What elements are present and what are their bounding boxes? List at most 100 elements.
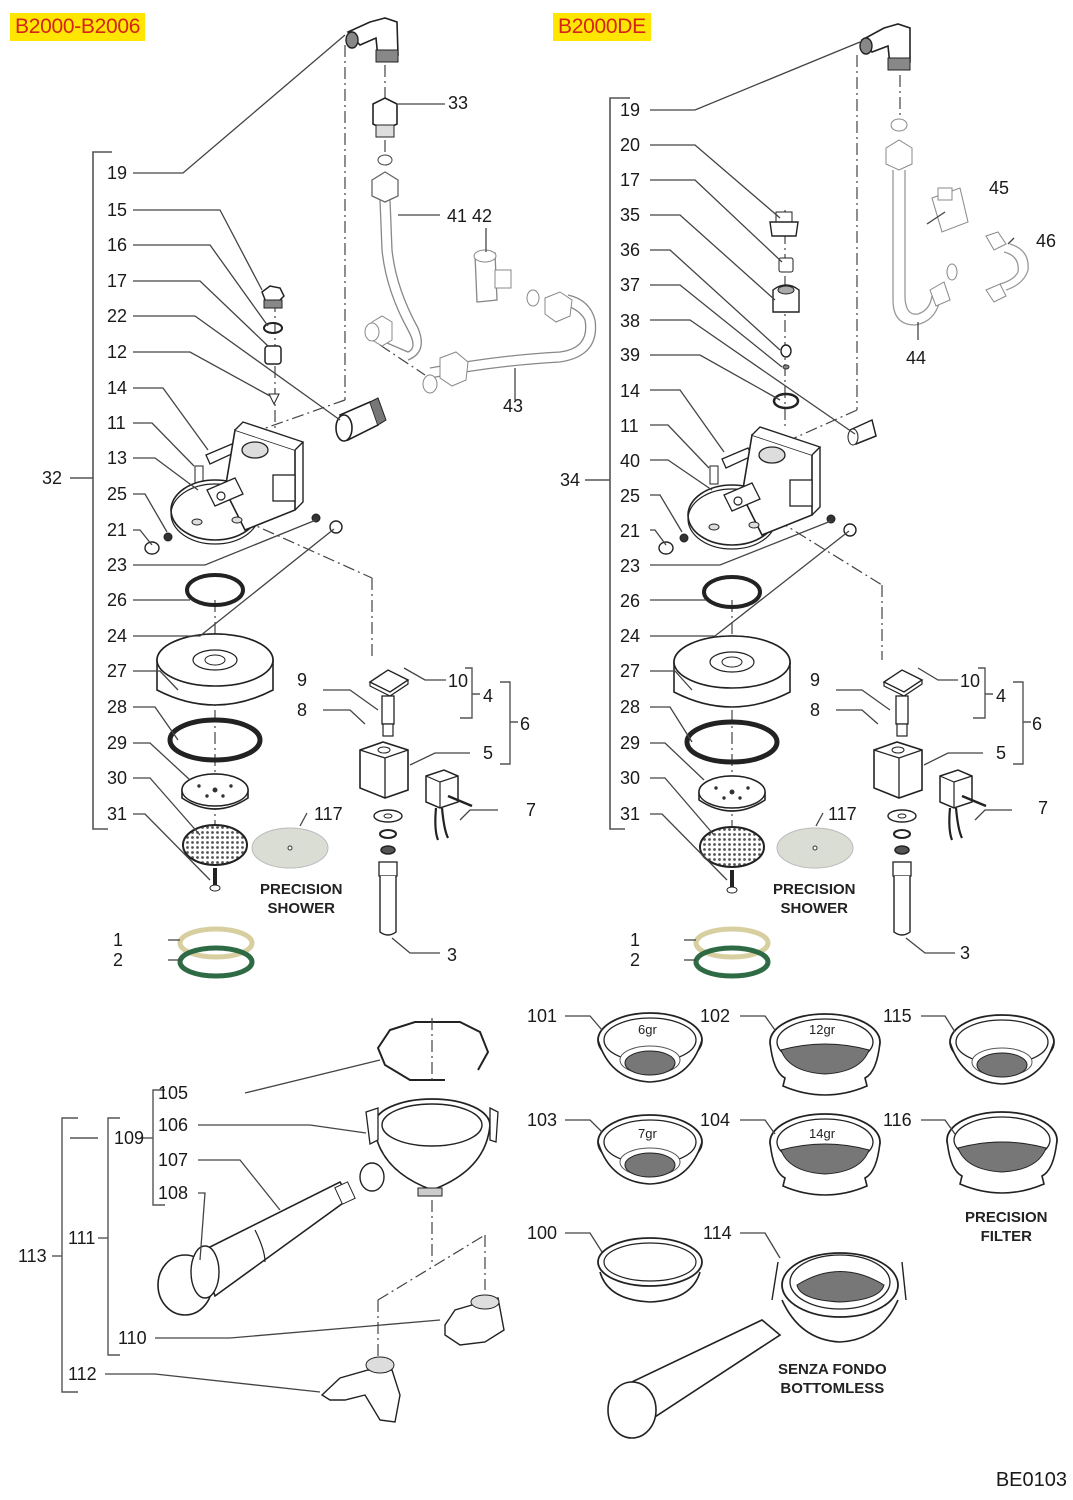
- label-117: 117: [828, 804, 857, 824]
- label-3: 3: [447, 945, 458, 965]
- label-6: 6: [1032, 714, 1043, 734]
- label-31: 31: [107, 804, 128, 824]
- label-34: 34: [560, 470, 581, 490]
- label-29: 29: [620, 733, 641, 753]
- label-39: 39: [620, 345, 641, 365]
- label-105: 105: [158, 1083, 189, 1103]
- label-4: 4: [483, 686, 494, 706]
- precision-filter-caption: PRECISION FILTER: [965, 1209, 1048, 1245]
- capacity-101: 6gr: [638, 1022, 657, 1037]
- label-14: 14: [107, 378, 128, 398]
- label-2: 2: [113, 950, 124, 970]
- label-24: 24: [107, 626, 128, 646]
- label-1: 1: [113, 930, 124, 950]
- label-29: 29: [107, 733, 128, 753]
- precision-shower-caption-right: PRECISION SHOWER: [773, 881, 856, 917]
- model-tag-right: B2000DE: [553, 13, 651, 41]
- label-102: 102: [700, 1006, 731, 1026]
- label-13: 13: [107, 448, 128, 468]
- label-111: 111: [68, 1228, 96, 1248]
- label-25: 25: [620, 486, 641, 506]
- label-113: 113: [18, 1246, 47, 1266]
- label-32: 32: [42, 468, 63, 488]
- label-30: 30: [107, 768, 128, 788]
- label-5: 5: [483, 743, 494, 763]
- label-2: 2: [630, 950, 641, 970]
- label-100: 100: [527, 1223, 558, 1243]
- label-106: 106: [158, 1115, 189, 1135]
- basket-drawings: [565, 1012, 1058, 1439]
- label-15: 15: [107, 200, 128, 220]
- label-116: 116: [883, 1110, 912, 1130]
- label-43: 43: [503, 396, 524, 416]
- capacity-103: 7gr: [638, 1126, 657, 1141]
- label-17: 17: [107, 271, 128, 291]
- label-8: 8: [297, 700, 308, 720]
- label-6: 6: [520, 714, 531, 734]
- label-19: 19: [620, 100, 641, 120]
- label-11: 11: [620, 416, 639, 436]
- label-28: 28: [620, 697, 641, 717]
- basket-115: [949, 1014, 1055, 1085]
- label-21: 21: [107, 520, 128, 540]
- label-37: 37: [620, 275, 641, 295]
- label-20: 20: [620, 135, 641, 155]
- label-11: 11: [107, 413, 126, 433]
- model-tag-left: B2000-B2006: [10, 13, 146, 41]
- left-assembly-drawing: [70, 17, 597, 979]
- label-112: 112: [68, 1364, 97, 1384]
- label-30: 30: [620, 768, 641, 788]
- label-23: 23: [620, 556, 641, 576]
- label-27: 27: [620, 661, 641, 681]
- label-114: 114: [703, 1223, 732, 1243]
- label-10: 10: [960, 671, 981, 691]
- label-44: 44: [906, 348, 927, 368]
- label-117: 117: [314, 804, 343, 824]
- capacity-104: 14gr: [809, 1126, 836, 1141]
- label-31: 31: [620, 804, 641, 824]
- label-9: 9: [297, 670, 308, 690]
- label-26: 26: [620, 591, 641, 611]
- label-115: 115: [883, 1006, 912, 1026]
- portafilter-drawing: [52, 1018, 505, 1423]
- label-45: 45: [989, 178, 1010, 198]
- label-5: 5: [996, 743, 1007, 763]
- label-1: 1: [630, 930, 641, 950]
- label-9: 9: [810, 670, 821, 690]
- label-40: 40: [620, 451, 641, 471]
- precision-shower-caption-left: PRECISION SHOWER: [260, 881, 343, 917]
- label-108: 108: [158, 1183, 189, 1203]
- label-21: 21: [620, 521, 641, 541]
- label-104: 104: [700, 1110, 731, 1130]
- label-7: 7: [526, 800, 537, 820]
- label-27: 27: [107, 661, 128, 681]
- label-23: 23: [107, 555, 128, 575]
- label-3: 3: [960, 943, 971, 963]
- label-28: 28: [107, 697, 128, 717]
- drawing-code: BE0103: [995, 1469, 1067, 1491]
- label-109: 109: [114, 1128, 145, 1148]
- label-25: 25: [107, 484, 128, 504]
- right-assembly-drawing: [585, 23, 1031, 979]
- label-8: 8: [810, 700, 821, 720]
- label-107: 107: [158, 1150, 189, 1170]
- label-103: 103: [527, 1110, 558, 1130]
- label-36: 36: [620, 240, 641, 260]
- capacity-102: 12gr: [809, 1022, 836, 1037]
- label-33: 33: [448, 93, 469, 113]
- label-10: 10: [448, 671, 469, 691]
- label-17: 17: [620, 170, 641, 190]
- label-12: 12: [107, 342, 128, 362]
- label-38: 38: [620, 311, 641, 331]
- label-22: 22: [107, 306, 128, 326]
- label-35: 35: [620, 205, 641, 225]
- label-26: 26: [107, 590, 128, 610]
- label-7: 7: [1038, 798, 1049, 818]
- label-110: 110: [118, 1328, 147, 1348]
- label-19: 19: [107, 163, 128, 183]
- bottomless-caption: SENZA FONDO BOTTOMLESS: [778, 1361, 887, 1397]
- label-4: 4: [996, 686, 1007, 706]
- label-16: 16: [107, 235, 128, 255]
- label-46: 46: [1036, 231, 1057, 251]
